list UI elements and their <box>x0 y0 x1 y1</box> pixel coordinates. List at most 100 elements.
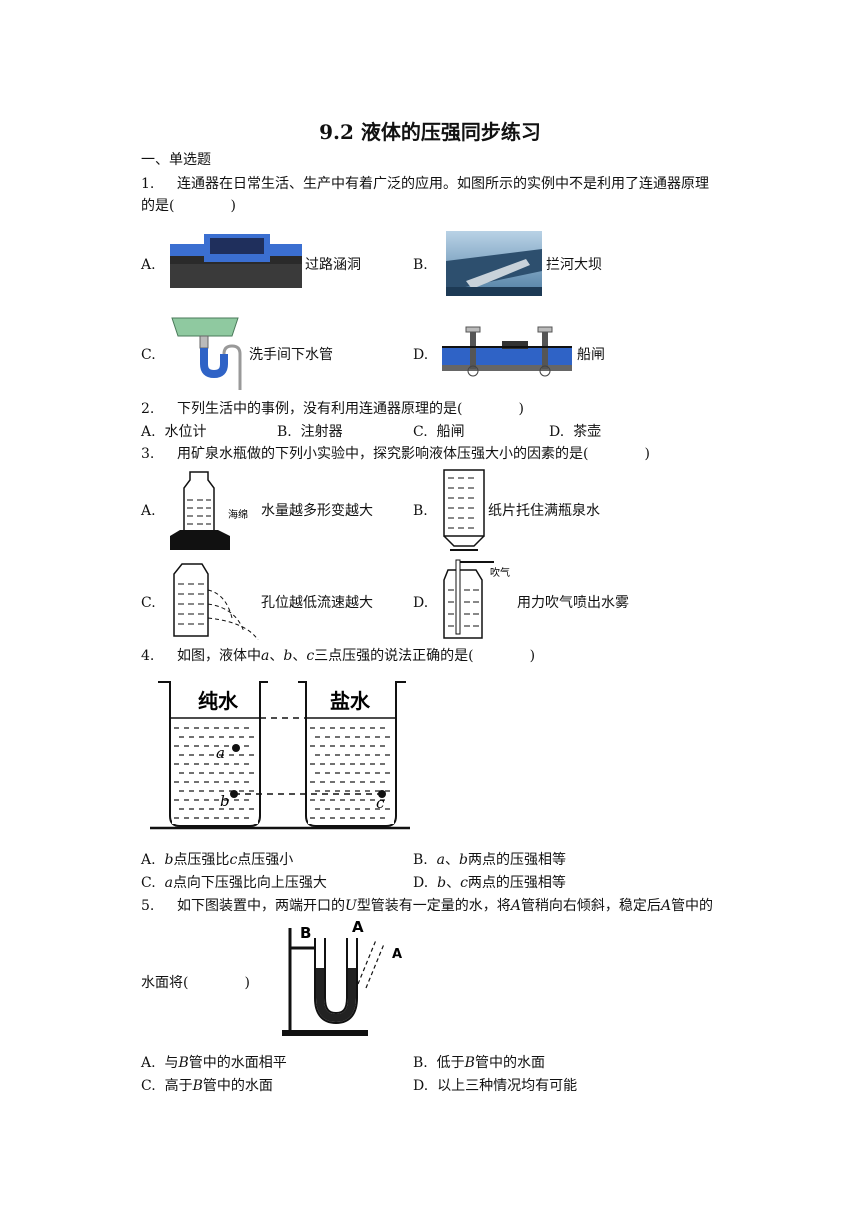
culvert-image <box>170 234 302 288</box>
q2-text: 下列生活中的事例，没有利用连通器原理的是( ) <box>177 401 524 417</box>
q3-number: 3. <box>141 446 155 462</box>
u-tube-figure: B A A <box>282 918 402 1036</box>
page-title: 9.2 液体的压强同步练习 <box>319 120 541 144</box>
q5-option-b-letter: B. <box>413 1055 428 1071</box>
q5-option-a-var: B <box>178 1055 189 1071</box>
q5-number: 5. <box>141 898 155 914</box>
q4-var-b: b <box>283 648 293 664</box>
q3-option-b-letter[interactable]: B. <box>413 503 428 519</box>
q4-option-d-var1: b <box>437 875 447 891</box>
inverted-bottle-image <box>443 469 485 551</box>
q5-option-c-pre: 高于 <box>164 1078 193 1094</box>
q4-option-c[interactable]: C. a点向下压强比向上压强大 <box>141 873 327 893</box>
q5-text-line1: 如下图装置中，两端开口的U型管装有一定量的水，将A管稍向右倾斜，稳定后A管中的 <box>177 896 713 916</box>
q4-option-c-mid: 点向下压强比向上压强大 <box>172 875 327 891</box>
pure-water-label: 纯水 <box>198 689 239 713</box>
q2-option-d[interactable]: D. 茶壶 <box>549 422 601 442</box>
tube-b-label: B <box>300 924 311 942</box>
salt-water-label: 盐水 <box>330 689 371 713</box>
blow-label: 吹气 <box>490 566 510 579</box>
q5-text-line2: 水面将( ) <box>141 975 250 991</box>
q5-option-a[interactable]: A. 与B管中的水面相平 <box>141 1053 287 1073</box>
q1-option-c-letter[interactable]: C. <box>141 347 156 363</box>
q2-option-b[interactable]: B. 注射器 <box>277 422 343 442</box>
q2-option-a[interactable]: A. 水位计 <box>141 422 206 442</box>
q5-option-d-letter: D. <box>413 1078 429 1094</box>
q5-option-c[interactable]: C. 高于B管中的水面 <box>141 1076 273 1096</box>
q1-option-c-label: 洗手间下水管 <box>249 347 333 363</box>
q5-text-pre: 如下图装置中，两端开口的 <box>177 898 345 914</box>
q4-option-b-post: 两点的压强相等 <box>467 852 566 868</box>
q5-option-a-post: 管中的水面相平 <box>188 1055 287 1071</box>
sponge-label: 海绵 <box>228 508 248 521</box>
point-c-label: c <box>376 794 385 812</box>
q2-option-b-label: 注射器 <box>300 424 343 440</box>
tube-a-label: A <box>352 918 364 936</box>
q5-text-end: 管中的 <box>671 898 714 914</box>
q4-var-a: a <box>261 648 270 664</box>
q4-option-b[interactable]: B. a、b两点的压强相等 <box>413 850 566 870</box>
q4-option-b-mid: 、 <box>445 852 460 868</box>
bottle-on-sponge-image: 海绵 <box>170 471 248 550</box>
q4-text-post: 三点压强的说法正确的是( ) <box>314 648 536 664</box>
q4-option-a-post: 点压强小 <box>237 852 294 868</box>
q5-option-c-letter: C. <box>141 1078 156 1094</box>
blow-straw-bottle-image: 吹气 <box>443 559 510 639</box>
q2-option-d-label: 茶壶 <box>573 424 602 440</box>
q5-option-a-letter: A. <box>141 1055 156 1071</box>
q4-option-d-post: 两点的压强相等 <box>467 875 566 891</box>
q1-number: 1. <box>141 176 155 192</box>
q1-option-a-label: 过路涵洞 <box>305 257 361 273</box>
q3-option-d-label: 用力吹气喷出水雾 <box>517 595 629 611</box>
q4-option-d-var2: c <box>460 875 468 891</box>
q5-option-b-var: B <box>464 1055 475 1071</box>
q3-option-c-label: 孔位越低流速越大 <box>261 595 373 611</box>
q4-option-d-letter: D. <box>413 875 429 891</box>
q4-option-a[interactable]: A. b点压强比c点压强小 <box>141 850 293 870</box>
q2-option-c-label: 船闸 <box>436 424 465 440</box>
dam-image <box>446 231 542 296</box>
q5-option-b-post: 管中的水面 <box>474 1055 545 1071</box>
point-b-label: b <box>220 792 230 810</box>
q3-option-a-label: 水量越多形变越大 <box>261 503 373 519</box>
q3-option-a-letter[interactable]: A. <box>141 503 156 519</box>
q4-sep2: 、 <box>292 648 307 664</box>
q4-option-b-var1: a <box>436 852 446 868</box>
q1-option-b-label: 拦河大坝 <box>546 257 602 273</box>
q5-text-post: 管稍向右倾斜，稳定后 <box>520 898 661 914</box>
q1-text-line1: 连通器在日常生活、生产中有着广泛的应用。如图所示的实例中不是利用了连通器原理 <box>177 176 709 192</box>
q4-option-a-mid: 点压强比 <box>173 852 230 868</box>
q1-option-d-label: 船闸 <box>577 347 605 363</box>
q1-option-a-letter[interactable]: A. <box>141 257 156 273</box>
q1-option-d-letter[interactable]: D. <box>413 347 429 363</box>
q4-text: 如图，液体中a、b、c三点压强的说法正确的是( ) <box>177 646 535 666</box>
beakers-figure: 纯水 盐水 a b c <box>150 681 410 830</box>
q3-option-c-letter[interactable]: C. <box>141 595 156 611</box>
q5-var-a: A <box>510 898 521 914</box>
q2-option-a-label: 水位计 <box>164 424 207 440</box>
q2-option-c-letter: C. <box>413 424 428 440</box>
q2-option-d-letter: D. <box>549 424 565 440</box>
q5-option-b[interactable]: B. 低于B管中的水面 <box>413 1053 545 1073</box>
ship-lock-image <box>442 326 572 377</box>
q4-number: 4. <box>141 648 155 664</box>
bottle-with-holes-image <box>173 563 259 640</box>
q2-option-c[interactable]: C. 船闸 <box>413 422 465 442</box>
q5-option-c-post: 管中的水面 <box>202 1078 273 1094</box>
q3-option-d-letter[interactable]: D. <box>413 595 429 611</box>
q1-option-b-letter[interactable]: B. <box>413 257 428 273</box>
q4-option-d[interactable]: D. b、c两点的压强相等 <box>413 873 566 893</box>
q5-var-u: U <box>345 898 357 914</box>
section-heading: 一、单选题 <box>141 152 211 168</box>
q2-option-a-letter: A. <box>141 424 156 440</box>
point-a-label: a <box>216 744 225 762</box>
q1-text-line2: 的是( ) <box>141 198 236 214</box>
q4-sep1: 、 <box>269 648 284 664</box>
q4-option-b-letter: B. <box>413 852 428 868</box>
q4-option-d-mid: 、 <box>446 875 461 891</box>
q4-option-b-var2: b <box>459 852 468 868</box>
q5-option-d[interactable]: D. 以上三种情况均有可能 <box>413 1076 577 1096</box>
q5-option-d-pre: 以上三种情况均有可能 <box>437 1078 578 1094</box>
q4-text-pre: 如图，液体中 <box>177 648 261 664</box>
q2-number: 2. <box>141 401 155 417</box>
